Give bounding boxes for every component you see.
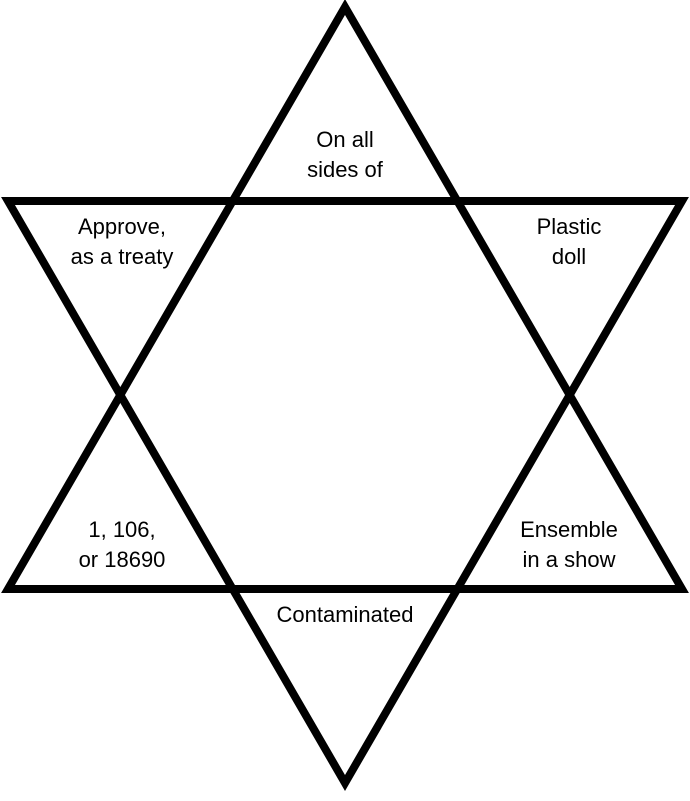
upward-triangle xyxy=(1,0,689,593)
clue-bottom: Contaminated xyxy=(245,600,445,630)
clue-bottom-left-line2: or 18690 xyxy=(78,547,166,572)
clue-top-right-line1: Plastic xyxy=(536,214,602,239)
clue-top-line1: On all xyxy=(316,127,374,152)
clue-top-left-line1: Approve, xyxy=(77,214,167,239)
clue-bottom-line1: Contaminated xyxy=(276,602,414,627)
clue-top-left: Approve, as a treaty xyxy=(22,212,222,272)
clue-bottom-right-line1: Ensemble xyxy=(520,517,618,542)
clue-top-right: Plastic doll xyxy=(469,212,669,272)
clue-top-line2: sides of xyxy=(307,157,383,182)
clue-top-left-line2: as a treaty xyxy=(70,244,174,269)
downward-triangle xyxy=(1,197,689,791)
clue-bottom-right: Ensemble in a show xyxy=(469,515,669,575)
clue-bottom-right-line2: in a show xyxy=(522,547,616,572)
clue-top: On all sides of xyxy=(245,125,445,185)
clue-top-right-line2: doll xyxy=(551,244,587,269)
clue-bottom-left-line1: 1, 106, xyxy=(88,517,156,542)
clue-bottom-left: 1, 106, or 18690 xyxy=(22,515,222,575)
